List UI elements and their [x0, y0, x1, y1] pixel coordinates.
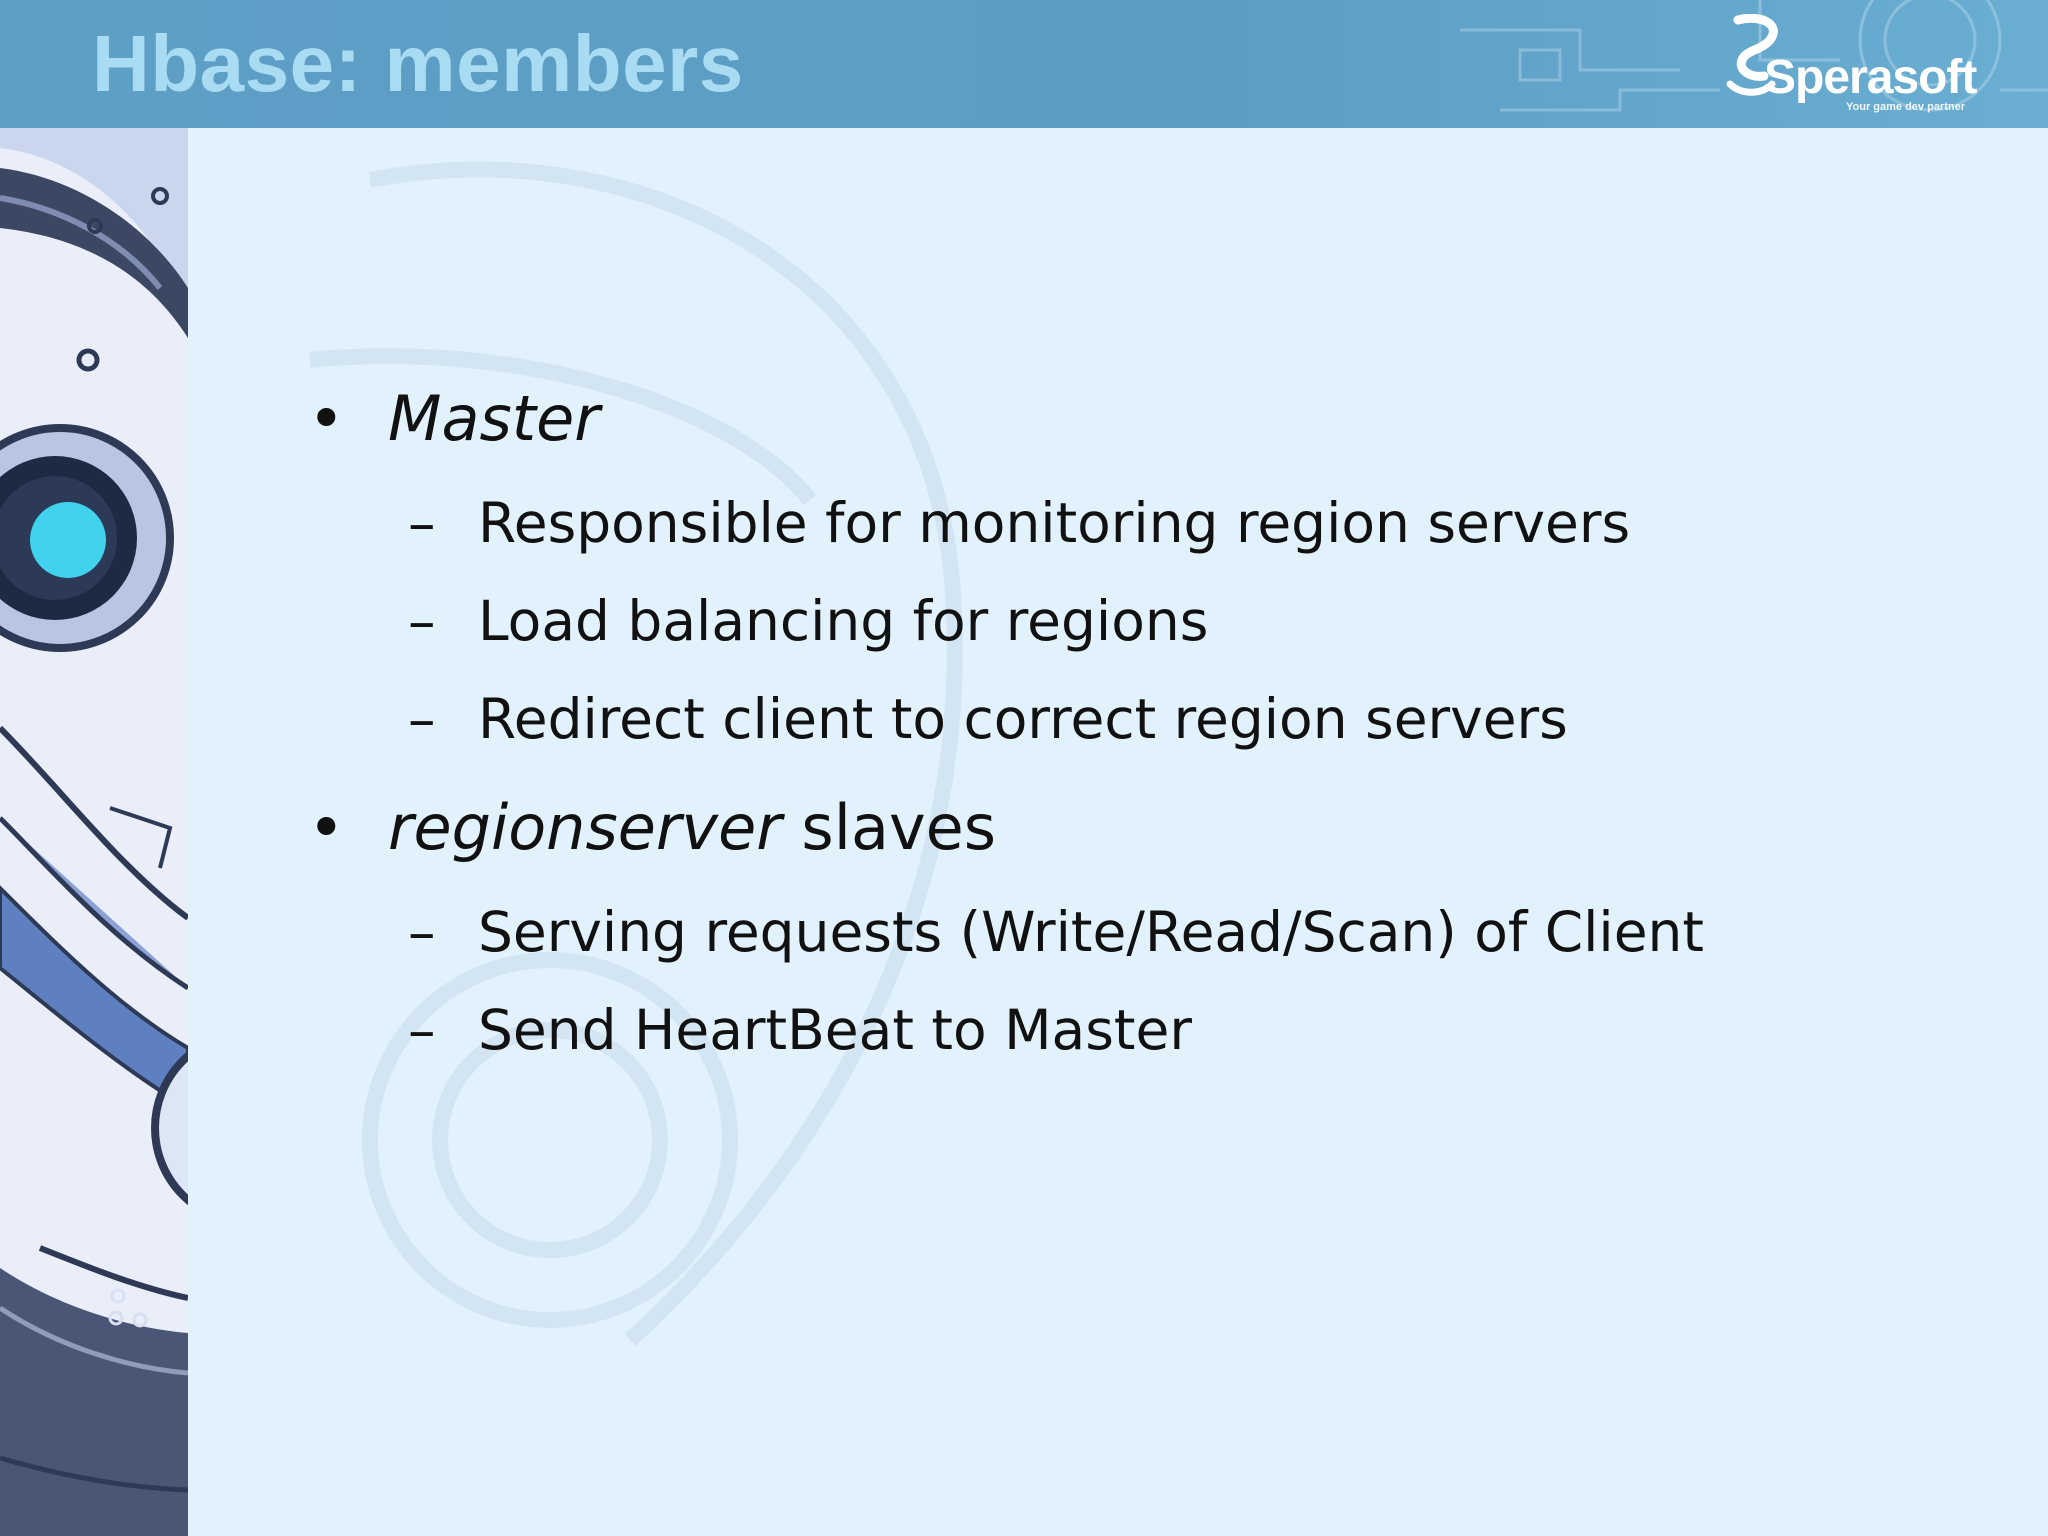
logo-wordmark: Sperasoft	[1764, 51, 1977, 104]
bullet-text-italic: Master	[388, 382, 600, 455]
logo-swirl-icon	[1726, 14, 1778, 96]
circuit-pattern	[1460, 0, 2048, 112]
sub-bullet-marker: –	[408, 687, 436, 751]
robot-illustration	[0, 128, 188, 1536]
sub-bullet-marker: –	[408, 998, 436, 1062]
sub-bullet-text: Load balancing for regions	[478, 589, 1209, 653]
sub-bullet-text: Serving requests (Write/Read/Scan) of Cl…	[478, 900, 1704, 964]
bullet-text-italic: regionserver	[388, 791, 782, 864]
sub-bullet-text: Send HeartBeat to Master	[478, 998, 1192, 1062]
sperasoft-logo: Sperasoft Your game dev partner	[1720, 14, 2020, 118]
sub-bullet-text: Responsible for monitoring region server…	[478, 491, 1631, 555]
background-watermark	[309, 161, 963, 1346]
header-bar: Hbase: members Sperasoft Your game dev p…	[0, 0, 2048, 128]
sub-bullet-marker: –	[408, 491, 436, 555]
sub-bullet-marker: –	[408, 900, 436, 964]
bullet-marker: •	[308, 382, 345, 455]
bullet-text: slaves	[781, 791, 997, 864]
logo-tagline: Your game dev partner	[1846, 101, 1965, 113]
bullet-marker: •	[308, 791, 345, 864]
sub-bullet-text: Redirect client to correct region server…	[478, 687, 1568, 751]
sub-bullet-marker: –	[408, 589, 436, 653]
slide-title: Hbase: members	[92, 19, 744, 108]
